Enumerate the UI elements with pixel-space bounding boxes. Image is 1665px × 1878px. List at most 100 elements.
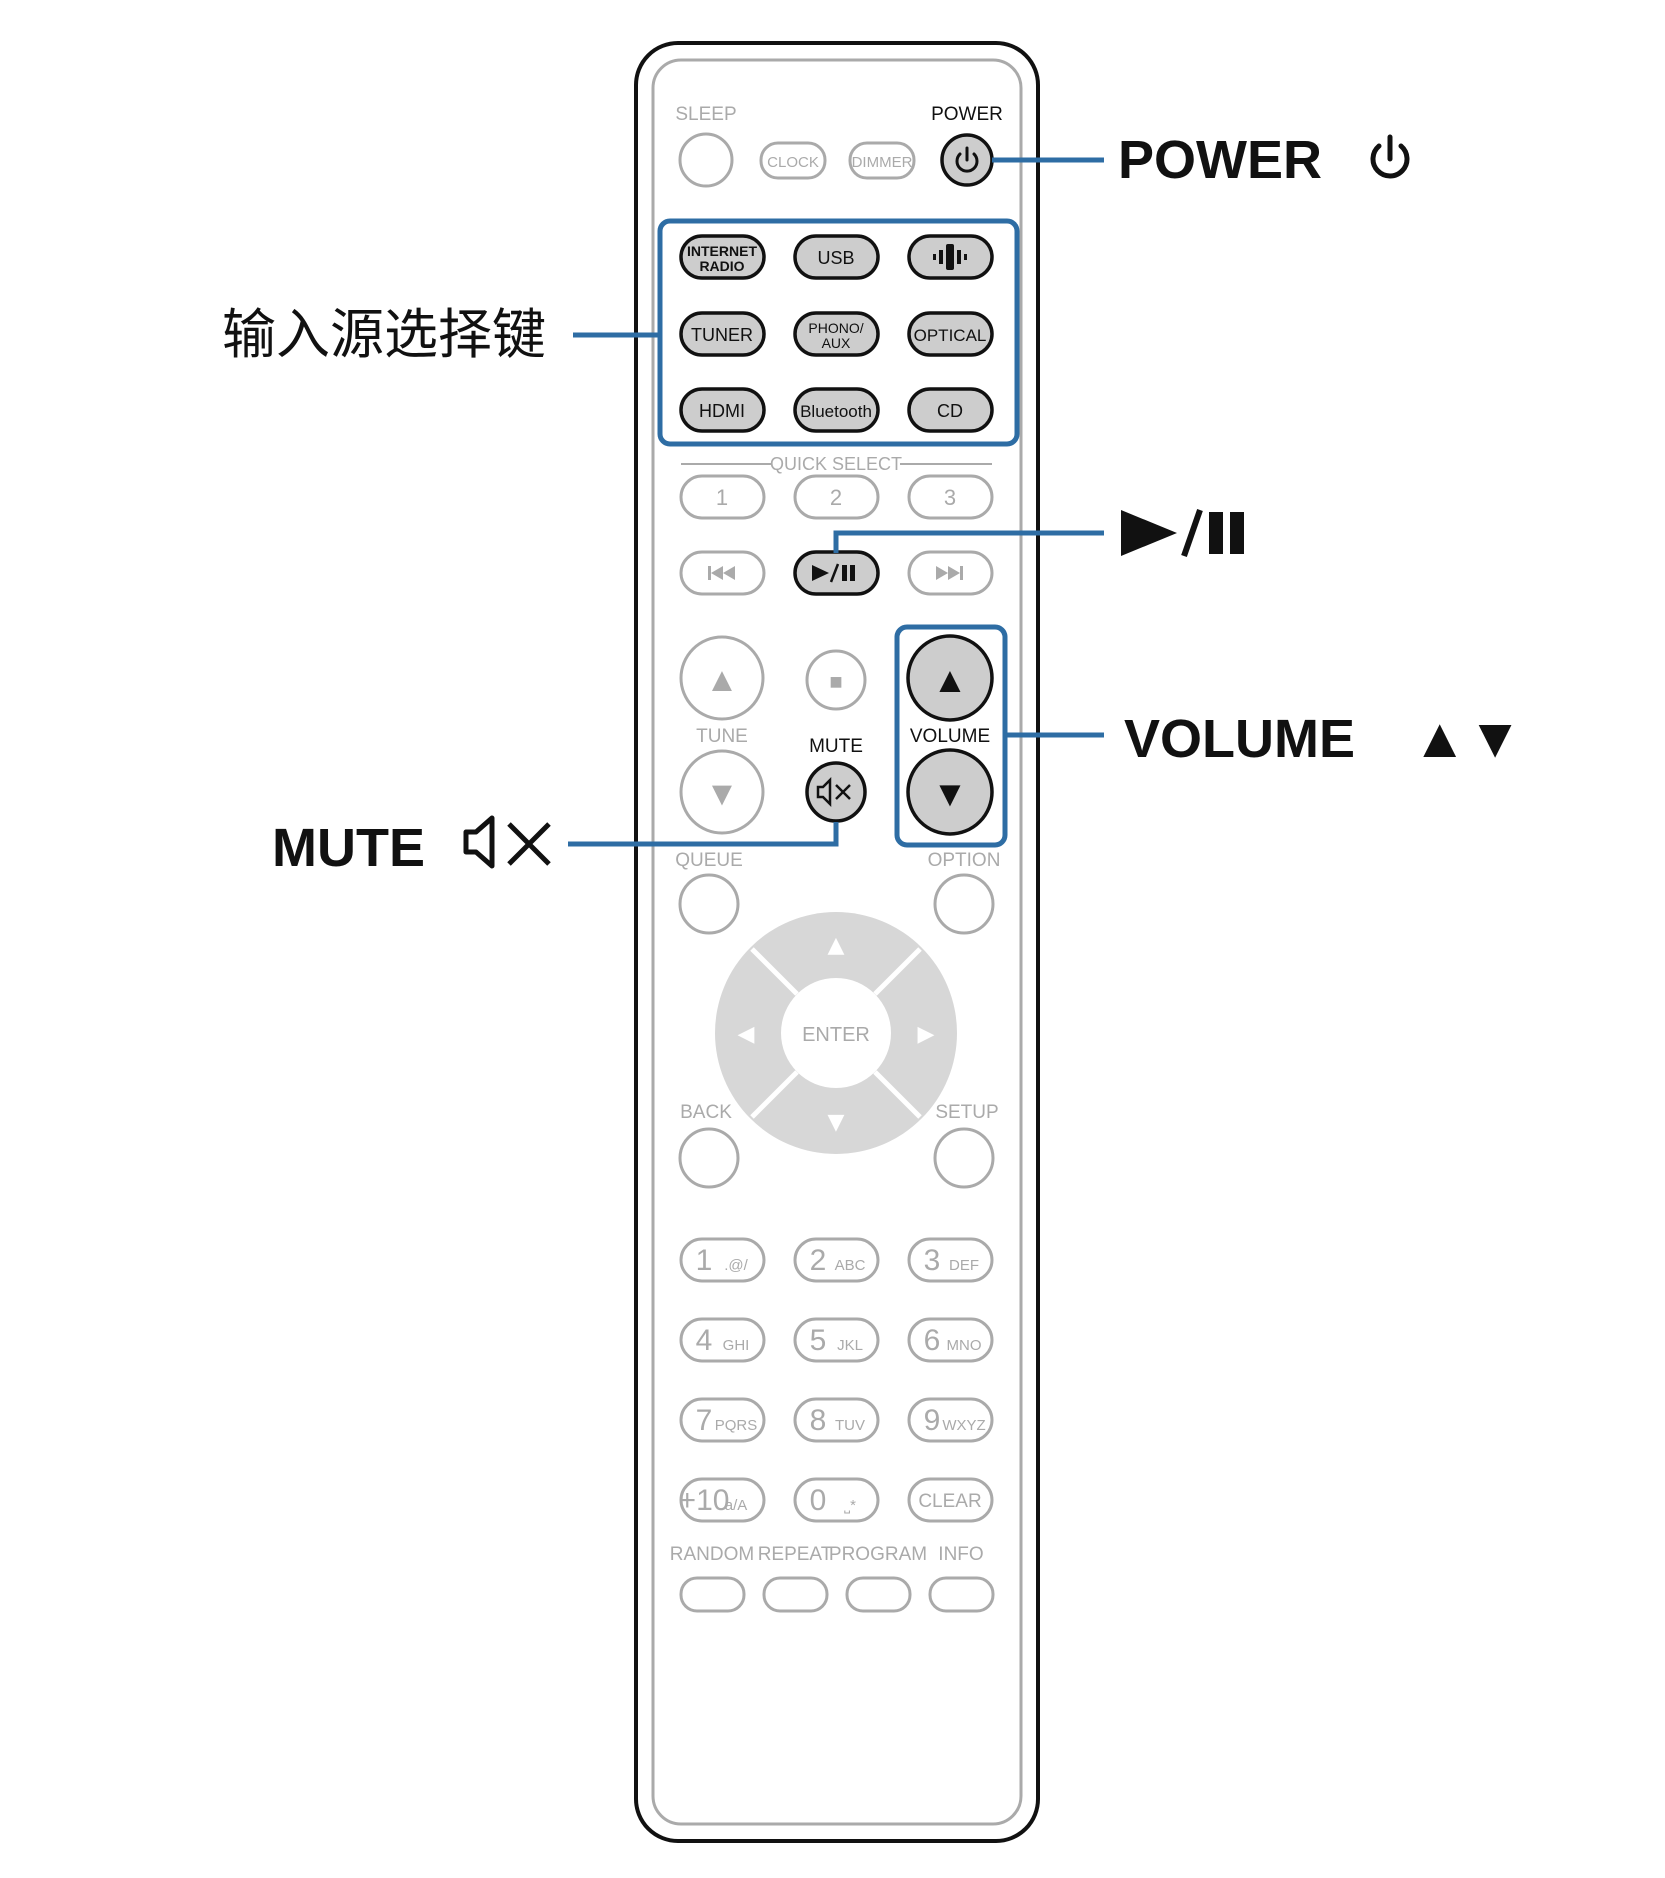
- dimmer-label: DIMMER: [852, 154, 913, 171]
- clock-label: CLOCK: [767, 154, 819, 171]
- clock-button[interactable]: [759, 141, 827, 180]
- option-label: OPTION: [928, 850, 1001, 871]
- keypad-letters: WXYZ: [942, 1417, 985, 1434]
- remote-inner-outline: [651, 58, 1023, 1826]
- callout-mute-label: MUTE: [272, 818, 425, 878]
- keypad-digit: 3: [924, 1244, 941, 1277]
- keypad-button[interactable]: [679, 1237, 766, 1283]
- tuner-button[interactable]: [679, 311, 766, 357]
- quick-select-3-button[interactable]: [907, 474, 994, 520]
- volume-up-button[interactable]: [906, 634, 994, 722]
- keypad-digit: +10: [679, 1484, 730, 1517]
- callout-input-source: 输入源选择键: [222, 218, 1020, 447]
- dpad-down-icon[interactable]: ▼: [828, 1110, 845, 1135]
- power-icon: [955, 146, 979, 173]
- quick-select-3-label: 3: [944, 485, 956, 510]
- keypad-letters: .@/: [724, 1257, 748, 1274]
- sleep-button[interactable]: [678, 132, 734, 188]
- usb-button[interactable]: [793, 234, 880, 280]
- mute-button[interactable]: [805, 761, 867, 823]
- phono-aux-button[interactable]: [793, 311, 880, 357]
- tune-up-icon: ▲: [705, 661, 739, 699]
- keypad-button[interactable]: [907, 1317, 994, 1363]
- keypad-button[interactable]: [679, 1477, 766, 1523]
- callout-play-pause: [833, 509, 1244, 557]
- hdmi-button[interactable]: [679, 387, 766, 433]
- keypad-letters: TUV: [835, 1417, 865, 1434]
- quick-select-2-button[interactable]: [793, 474, 880, 520]
- bluetooth-label: Bluetooth: [800, 402, 872, 421]
- random-label: RANDOM: [670, 1544, 754, 1565]
- keypad-button[interactable]: [907, 1237, 994, 1283]
- internet-label: INTERNET: [687, 243, 757, 259]
- dpad-left-icon[interactable]: ◀: [738, 1022, 755, 1047]
- quick-select-2-label: 2: [830, 485, 842, 510]
- enter-label: ENTER: [802, 1024, 870, 1046]
- keypad-button[interactable]: [793, 1317, 880, 1363]
- keypad-digit: 0: [810, 1484, 827, 1517]
- mute-label: MUTE: [809, 736, 863, 757]
- hdmi-label: HDMI: [699, 401, 745, 421]
- callout-input-source-label: 输入源选择键: [222, 303, 546, 366]
- callout-mute: MUTE: [272, 815, 839, 878]
- quick-select-1-label: 1: [716, 485, 728, 510]
- optical-button[interactable]: [907, 311, 994, 357]
- power-label: POWER: [931, 104, 1003, 125]
- repeat-label: REPEAT: [758, 1544, 833, 1565]
- tuner-label: TUNER: [691, 325, 753, 345]
- setup-button[interactable]: [933, 1127, 995, 1189]
- queue-button[interactable]: [678, 873, 740, 935]
- program-button[interactable]: [845, 1576, 912, 1613]
- bluetooth-button[interactable]: [793, 387, 880, 433]
- optical-label: OPTICAL: [914, 326, 987, 345]
- play-pause-icon: [812, 563, 855, 583]
- tune-up-button[interactable]: [679, 635, 765, 721]
- sleep-label: SLEEP: [675, 104, 736, 125]
- internet-radio-button[interactable]: [679, 234, 766, 280]
- keypad-button[interactable]: [793, 1397, 880, 1443]
- skip-back-icon: [708, 566, 735, 580]
- keypad-digit: 6: [924, 1324, 941, 1357]
- enter-button[interactable]: [781, 978, 891, 1088]
- radio-label: RADIO: [699, 258, 744, 274]
- callout-volume-label: VOLUME: [1124, 709, 1355, 769]
- keypad-letters: a/A: [725, 1497, 748, 1514]
- keypad-button[interactable]: [907, 1397, 994, 1443]
- option-button[interactable]: [933, 873, 995, 935]
- keypad-button[interactable]: [793, 1477, 880, 1523]
- quick-select-1-button[interactable]: [679, 474, 766, 520]
- stop-icon: ■: [829, 669, 842, 694]
- volume-down-button[interactable]: [906, 748, 994, 836]
- stop-button[interactable]: [805, 649, 867, 711]
- dimmer-button[interactable]: [848, 141, 916, 180]
- keypad-digit: 1: [696, 1244, 713, 1277]
- callout-volume: VOLUME ▲▼: [894, 624, 1523, 848]
- heos-icon: [933, 244, 967, 270]
- phono-label: PHONO/: [808, 320, 863, 336]
- mute-icon: [463, 815, 551, 869]
- skip-forward-icon: [936, 566, 963, 580]
- dpad-right-icon[interactable]: ▶: [918, 1022, 935, 1047]
- play-pause-button[interactable]: [793, 550, 880, 596]
- info-button[interactable]: [928, 1576, 995, 1613]
- keypad-digit: 7: [696, 1404, 713, 1437]
- repeat-button[interactable]: [762, 1576, 829, 1613]
- back-button[interactable]: [678, 1127, 740, 1189]
- callout-power-label: POWER: [1118, 130, 1322, 190]
- keypad-digit: CLEAR: [918, 1491, 981, 1512]
- keypad-letters: PQRS: [715, 1417, 758, 1434]
- dpad-up-icon[interactable]: ▲: [828, 933, 845, 958]
- keypad-button[interactable]: [679, 1397, 766, 1443]
- keypad-button[interactable]: [679, 1317, 766, 1363]
- keypad-letters: DEF: [949, 1257, 979, 1274]
- keypad-button[interactable]: [793, 1237, 880, 1283]
- aux-label: AUX: [822, 335, 851, 351]
- volume-down-icon: ▼: [932, 773, 968, 814]
- volume-label: VOLUME: [910, 726, 990, 747]
- cd-button[interactable]: [907, 387, 994, 433]
- keypad-button[interactable]: [907, 1477, 994, 1523]
- tune-down-button[interactable]: [679, 749, 765, 835]
- keypad-digit: 5: [810, 1324, 827, 1357]
- random-button[interactable]: [679, 1576, 746, 1613]
- program-label: PROGRAM: [829, 1544, 927, 1565]
